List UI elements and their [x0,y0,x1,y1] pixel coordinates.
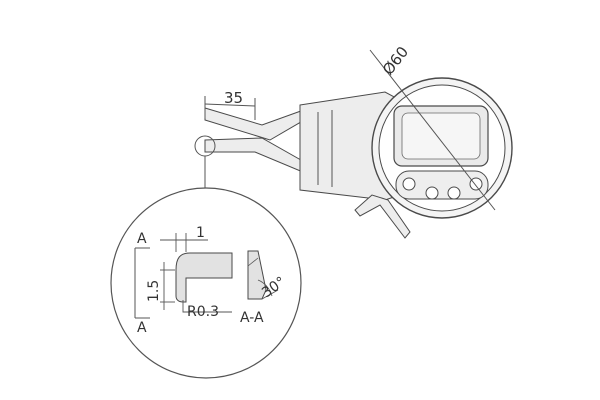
section-mark-bottom: A [137,320,147,336]
lever [354,194,411,239]
caliper-body [204,91,411,239]
dial-display-window [401,112,481,160]
button-panel [395,170,489,200]
detail-circle [110,187,302,379]
section-shape [247,250,267,300]
jaw-length-label: 35 [224,89,243,107]
tip-detail-marker [194,135,216,188]
lower-jaw [204,137,316,176]
tip-width-label: 1 [196,225,205,241]
dial-diameter-label: Ø60 [379,43,412,78]
tip-radius-label: R0.3 [187,304,219,320]
jaw-length-dimension: 35 [204,89,256,120]
dial-button-4 [469,177,483,191]
detail-view: A A 1 1.5 R0.3 A-A 30° [110,187,302,379]
dial-button-1 [402,177,416,191]
dial-button-2 [425,186,439,200]
section-label: A-A [240,310,264,326]
radius-leader [182,300,232,313]
dial-button-3 [447,186,461,200]
section-mark-top: A [137,231,147,247]
tip-height-label: 1.5 [146,280,162,302]
diameter-leader [369,49,496,211]
dial-gauge: Ø60 [369,43,513,219]
